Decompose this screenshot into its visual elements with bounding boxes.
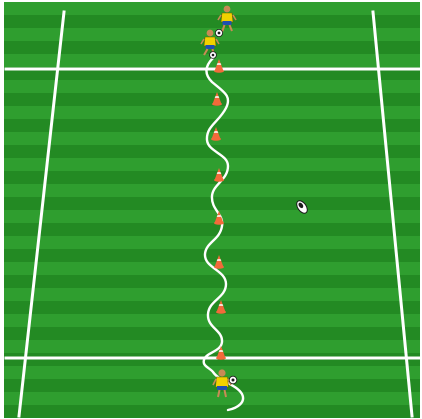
ball-top-at-feet [210, 52, 217, 59]
grass-stripe [4, 340, 420, 353]
pitch-stripes [4, 2, 420, 418]
grass-stripe [4, 262, 420, 275]
grass-stripe [4, 158, 420, 171]
ball-top-near-player [215, 29, 222, 36]
grass-stripe [4, 392, 420, 405]
grass-stripe [4, 288, 420, 301]
ball-bottom [229, 376, 237, 384]
grass-stripe [4, 106, 420, 119]
grass-stripe [4, 2, 420, 15]
grass-stripe [4, 210, 420, 223]
